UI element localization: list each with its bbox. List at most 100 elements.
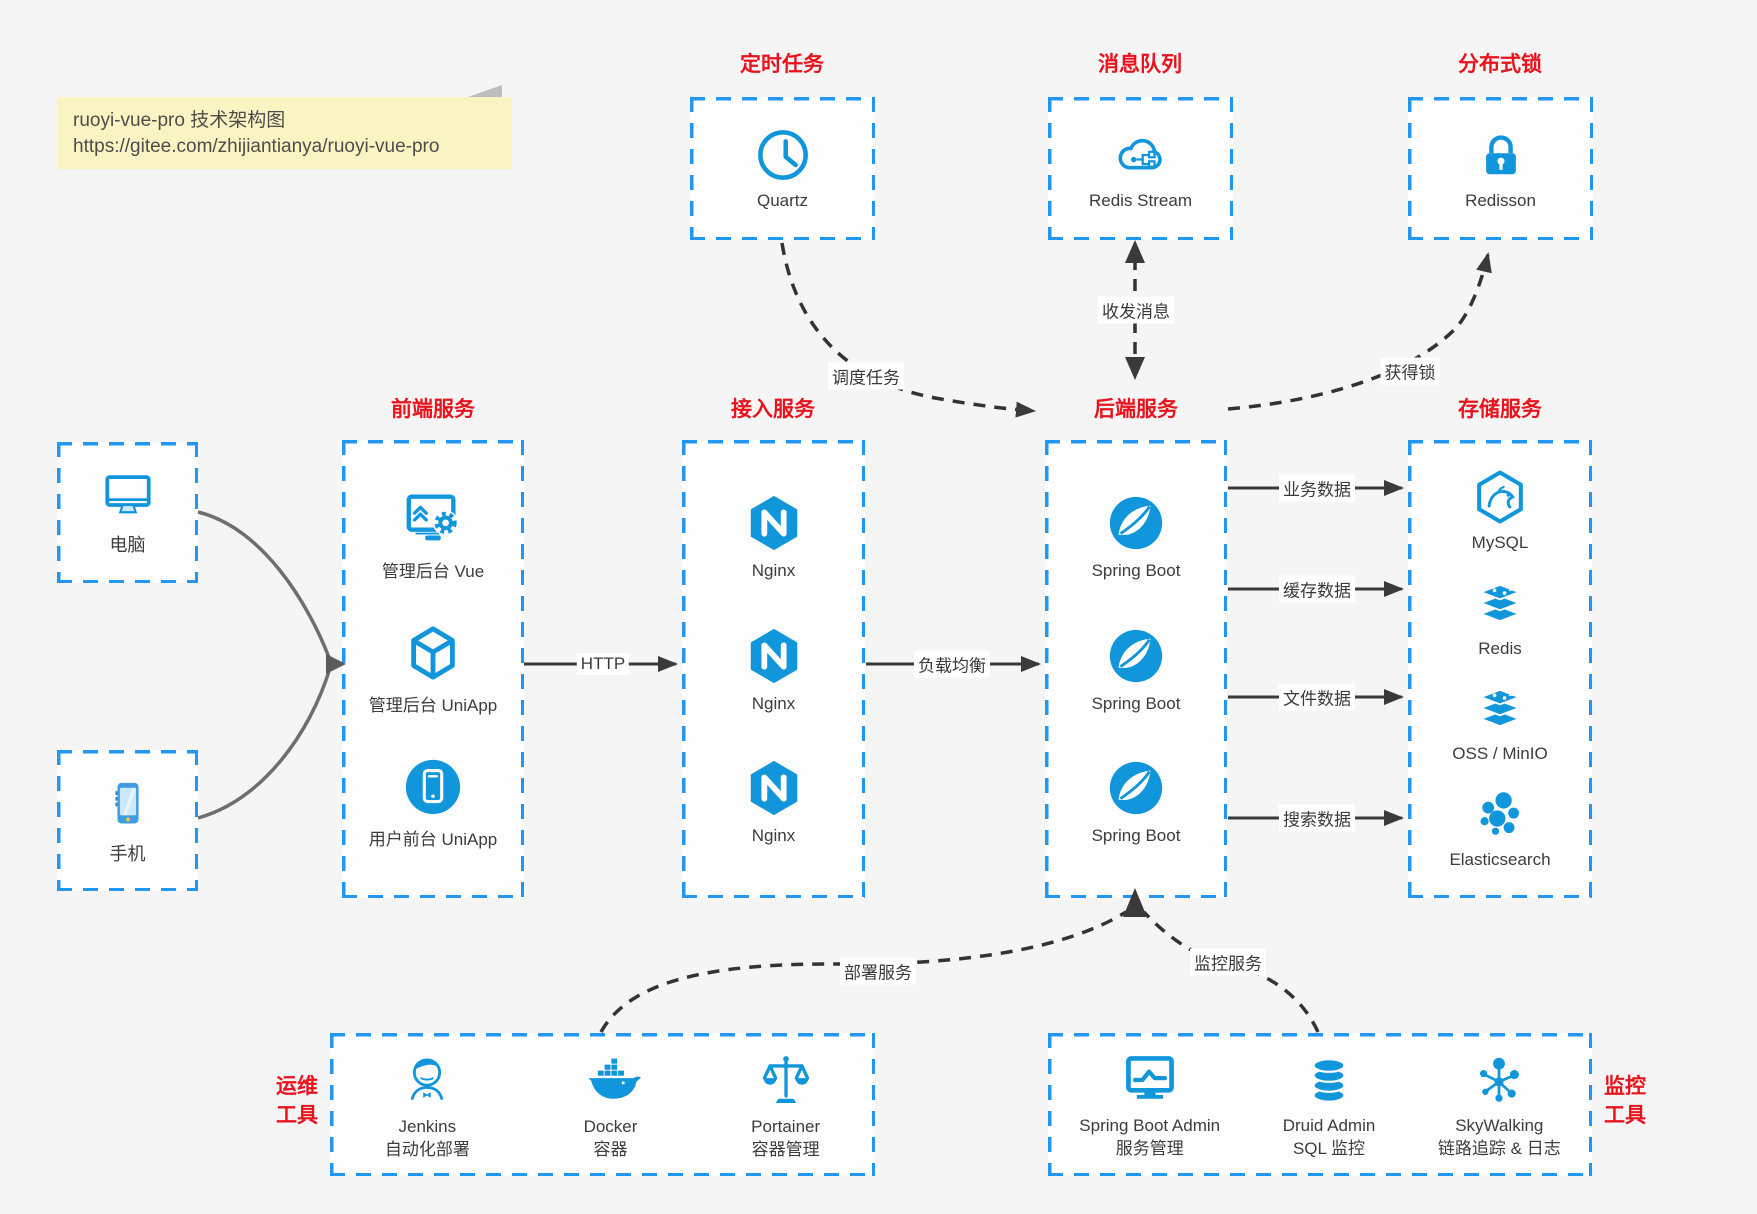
nginx-icon	[750, 495, 797, 550]
node-sublabel: 自动化部署	[384, 1139, 470, 1159]
side-label-ops-tools: 运维 工具	[230, 1072, 318, 1130]
cube-icon	[411, 626, 455, 680]
node-springboot-3: Spring Boot	[1092, 757, 1180, 846]
group-title-distributed-lock: 分布式锁	[1458, 53, 1542, 76]
portainer-icon	[762, 1055, 809, 1103]
edge-label-load-balance: 负载均衡	[914, 650, 990, 678]
client-phone-box: 手机	[57, 750, 198, 891]
node-label: Jenkins	[398, 1116, 457, 1136]
node-admin-uniapp: 管理后台 UniApp	[369, 622, 497, 716]
distributed-lock-box: Redisson	[1408, 97, 1593, 240]
node-label: Spring Boot Admin	[1079, 1115, 1221, 1135]
node-mysql: MySQL	[1471, 468, 1529, 553]
computer-icon	[104, 474, 151, 513]
clock-icon	[757, 130, 808, 180]
edge-label-file-data: 文件数据	[1279, 683, 1355, 711]
column-title-gateway: 接入服务	[731, 398, 815, 421]
client-computer-box: 电脑	[57, 442, 198, 583]
springbootadmin-icon	[1125, 1055, 1174, 1099]
node-jenkins: Jenkins 自动化部署	[385, 1050, 470, 1160]
node-redis: Redis	[1471, 574, 1529, 659]
node-label: Nginx	[751, 826, 796, 846]
spring-icon	[1109, 496, 1163, 549]
mobile-app-icon	[405, 759, 461, 815]
edge-label-cache-data: 缓存数据	[1279, 575, 1355, 603]
node-label: Quartz	[756, 191, 809, 210]
node-label: Redisson	[1465, 191, 1536, 210]
storage-stack-icon	[1478, 689, 1522, 728]
node-label: Nginx	[751, 693, 796, 713]
edge-label-http: HTTP	[576, 653, 630, 675]
node-label: 用户前台 UniApp	[368, 830, 498, 849]
column-title-backend: 后端服务	[1094, 398, 1178, 421]
side-label-line: 工具	[276, 1104, 318, 1127]
arrow-phone-to-frontend	[197, 667, 332, 820]
druid-icon	[1312, 1057, 1346, 1103]
edge-label-lock: 获得锁	[1380, 357, 1440, 385]
arrowhead-messaging-up	[1125, 240, 1145, 263]
gateway-box: Nginx Nginx Nginx	[682, 440, 865, 898]
node-redisson: Redisson	[1465, 126, 1536, 211]
node-sublabel: 容器	[593, 1139, 628, 1159]
spring-icon	[1109, 762, 1163, 815]
node-springboot-2: Spring Boot	[1091, 625, 1181, 714]
node-sublabel: 服务管理	[1115, 1138, 1184, 1158]
node-user-uniapp: 用户前台 UniApp	[369, 756, 497, 850]
note-title: ruoyi-vue-pro 技术架构图	[73, 110, 286, 131]
node-label: Portainer	[751, 1116, 821, 1136]
node-nginx-2: Nginx	[743, 625, 805, 714]
side-label-line: 工具	[1604, 1104, 1646, 1127]
skywalking-icon	[1480, 1057, 1520, 1102]
node-label: SkyWalking	[1455, 1115, 1544, 1135]
ops-tools-box: Jenkins 自动化部署 Docker 容器	[330, 1033, 875, 1176]
node-quartz: Quartz	[754, 126, 812, 211]
cloud-queue-icon	[1119, 138, 1163, 170]
message-queue-box: Redis Stream	[1048, 97, 1233, 240]
backend-box: Spring Boot Spring Boot Spring Boot	[1045, 440, 1227, 898]
node-portainer: Portainer 容器管理	[751, 1050, 820, 1160]
nginx-icon	[750, 761, 797, 816]
node-springboot-admin: Spring Boot Admin 服务管理	[1079, 1051, 1220, 1159]
side-label-line: 运维	[276, 1075, 318, 1098]
node-druid: Druid Admin SQL 监控	[1282, 1051, 1376, 1159]
column-title-frontend: 前端服务	[391, 398, 475, 421]
arrowhead-messaging-down	[1125, 357, 1145, 380]
node-label: Druid Admin	[1282, 1115, 1376, 1135]
scheduled-task-box: Quartz	[690, 97, 875, 240]
node-label: Elasticsearch	[1449, 849, 1551, 869]
node-label: MySQL	[1471, 533, 1529, 553]
node-redis-stream: Redis Stream	[1089, 126, 1192, 211]
node-docker: Docker 容器	[580, 1050, 642, 1160]
admin-vue-icon	[406, 494, 459, 541]
edge-label-messaging: 收发消息	[1098, 296, 1174, 324]
nginx-icon	[750, 628, 797, 683]
node-sublabel: 链路追踪 & 日志	[1437, 1138, 1561, 1158]
side-label-monitor-tools: 监控 工具	[1604, 1072, 1692, 1130]
node-sublabel: SQL 监控	[1292, 1138, 1366, 1158]
node-nginx-3: Nginx	[743, 757, 805, 846]
edge-label-search-data: 搜索数据	[1279, 804, 1355, 832]
redis-stack-icon	[1478, 583, 1522, 622]
group-title-message-queue: 消息队列	[1098, 53, 1182, 76]
node-label: Spring Boot	[1091, 560, 1181, 580]
node-label: Spring Boot	[1091, 693, 1181, 713]
edge-label-schedule: 调度任务	[828, 362, 904, 390]
client-label: 手机	[109, 843, 146, 864]
node-skywalking: SkyWalking 链路追踪 & 日志	[1438, 1051, 1561, 1159]
node-sublabel: 容器管理	[751, 1139, 820, 1159]
docker-icon	[588, 1058, 641, 1099]
node-label: Redis Stream	[1089, 191, 1192, 210]
node-label: Docker	[583, 1116, 638, 1136]
lock-icon	[1485, 135, 1516, 175]
edge-label-monitor: 监控服务	[1190, 948, 1266, 976]
node-nginx-1: Nginx	[743, 492, 805, 581]
column-title-storage: 存储服务	[1458, 398, 1542, 421]
jenkins-icon	[410, 1057, 444, 1100]
frontend-box: 管理后台 Vue 管理后台 UniApp 用户前台 UniApp	[342, 440, 524, 898]
spring-icon	[1109, 629, 1163, 682]
node-elasticsearch: Elasticsearch	[1449, 785, 1551, 870]
node-label: 管理后台 UniApp	[368, 696, 498, 715]
arrow-schedule-tasks	[780, 242, 1036, 418]
sticky-note: ruoyi-vue-pro 技术架构图 https://gitee.com/zh…	[57, 85, 512, 169]
